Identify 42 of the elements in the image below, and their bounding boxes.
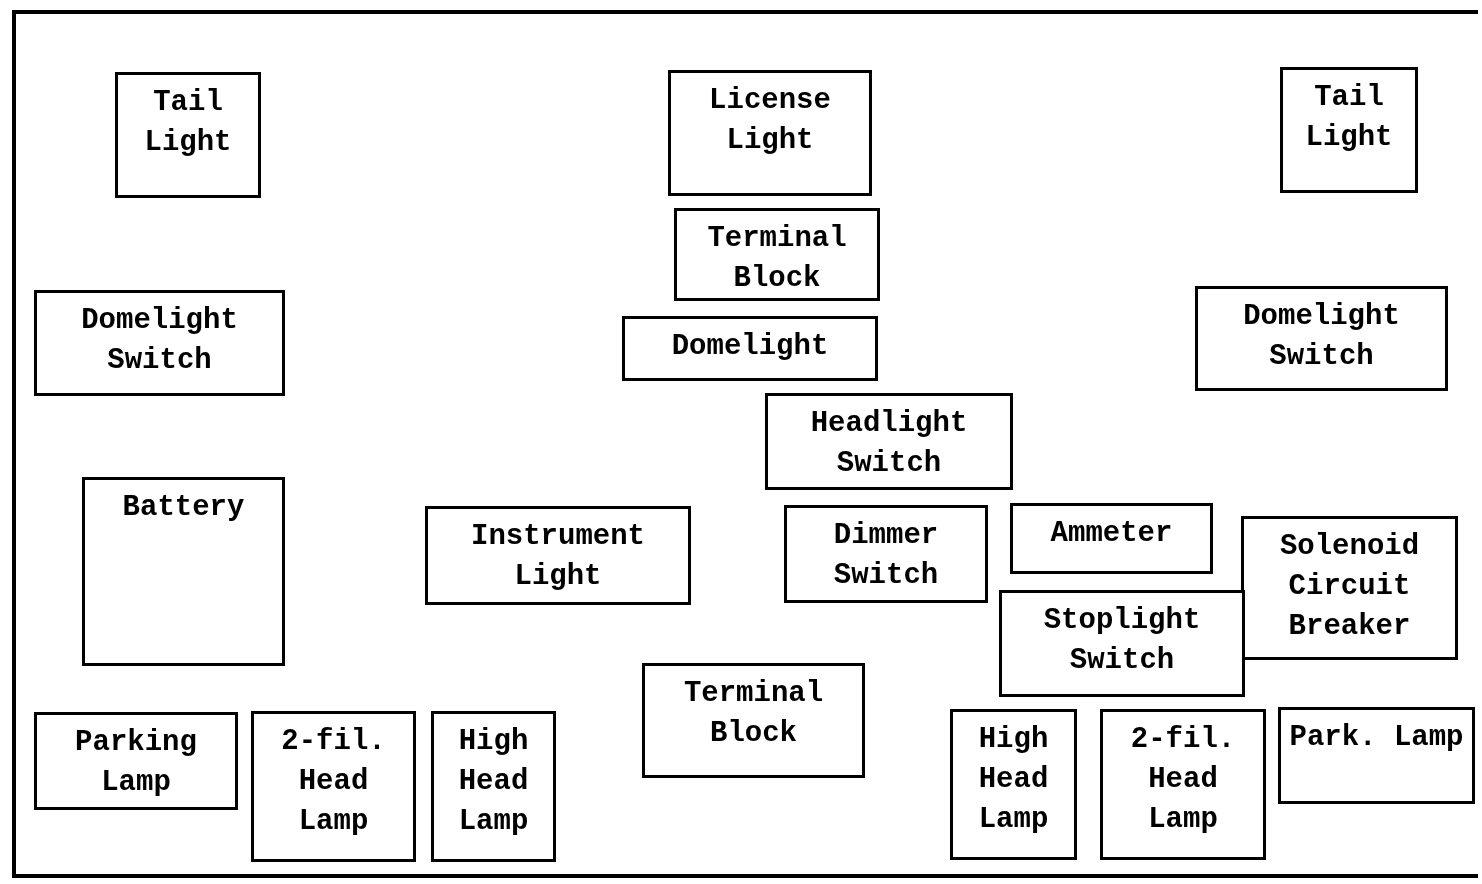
component-label: Parking Lamp <box>74 725 198 801</box>
component-label: Tail Light <box>143 85 233 161</box>
component-label: High Head Lamp <box>977 722 1050 838</box>
component-box <box>1195 286 1448 391</box>
component-box <box>1010 503 1213 574</box>
component-box <box>622 316 878 381</box>
component-box <box>950 709 1077 860</box>
component-box <box>642 663 865 778</box>
component-box <box>1278 707 1475 804</box>
component-label: Dimmer Switch <box>832 518 940 594</box>
component-label: Solenoid Circuit Breaker <box>1278 529 1421 645</box>
component-label: Domelight Switch <box>1242 299 1401 375</box>
component-label: License Light <box>708 83 832 159</box>
component-label: Terminal Block <box>706 221 848 297</box>
component-label: Headlight Switch <box>809 406 969 482</box>
component-label: Ammeter <box>1050 516 1173 552</box>
component-label: Domelight <box>671 329 829 365</box>
component-label: Stoplight Switch <box>1042 603 1202 679</box>
component-label: High Head Lamp <box>457 724 530 840</box>
component-box <box>1100 709 1266 860</box>
component-label: 2-fil. Head Lamp <box>280 724 387 840</box>
component-box <box>1280 67 1418 193</box>
component-label: Terminal Block <box>682 676 825 752</box>
component-label: Instrument Light <box>470 519 646 595</box>
component-label: Battery <box>122 490 245 526</box>
component-box <box>82 477 285 666</box>
component-box <box>34 712 238 810</box>
component-box <box>999 590 1245 697</box>
component-box <box>251 711 416 862</box>
component-box <box>668 70 872 196</box>
component-box <box>784 505 988 603</box>
component-label: Domelight Switch <box>80 303 239 379</box>
component-box <box>34 290 285 396</box>
component-box <box>765 393 1013 490</box>
component-label: 2-fil. Head Lamp <box>1129 722 1237 838</box>
component-box <box>115 72 261 198</box>
component-box <box>1241 516 1458 660</box>
component-label: Tail Light <box>1304 80 1394 156</box>
component-label: Park. Lamp <box>1289 720 1464 756</box>
component-box <box>425 506 691 605</box>
component-box <box>431 711 556 862</box>
component-box <box>674 208 880 301</box>
